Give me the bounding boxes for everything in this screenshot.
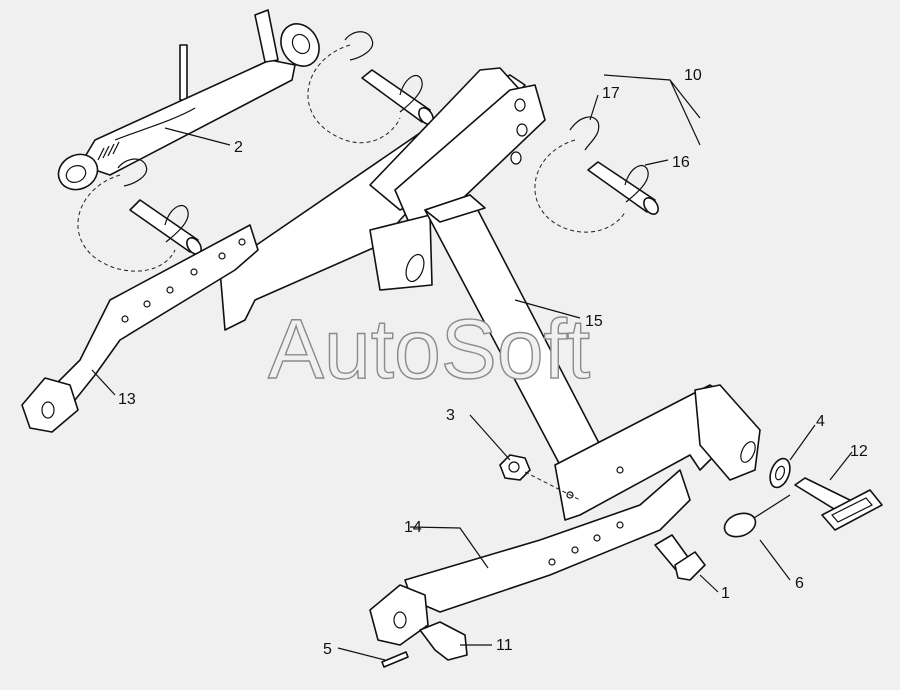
arm14-hole-2	[616, 521, 624, 529]
lynch-ring-6	[723, 494, 791, 538]
lower-arm-left-13	[21, 224, 259, 433]
arm13-hole-5	[143, 300, 151, 308]
top-link-assembly	[57, 9, 320, 191]
main-beam-top-face	[424, 194, 486, 223]
spring-clip-16	[624, 164, 649, 203]
arm13-hole-4	[166, 286, 174, 294]
plate-hole-1	[514, 98, 526, 112]
cross-bar-hole	[616, 466, 624, 474]
callout-2: 2	[234, 139, 243, 156]
lower-arm-left-hook-bore	[41, 401, 55, 419]
callout-labels: 2 10 17 16 15 13 3 4 12 14 1 6 5 11	[118, 67, 868, 658]
plate-hole-3	[510, 151, 522, 165]
leader-6	[759, 539, 791, 581]
pin-5	[381, 651, 409, 668]
callout-13: 13	[118, 391, 136, 408]
callout-12: 12	[850, 443, 868, 460]
pin-12	[794, 477, 883, 531]
leader-17	[589, 94, 599, 121]
callout-14: 14	[404, 519, 422, 536]
top-link-handle	[179, 44, 188, 101]
leader-16	[644, 159, 669, 166]
pin-rear-assembly-path	[307, 44, 401, 144]
leader-3	[469, 414, 511, 461]
lower-arm-front-14	[369, 469, 691, 646]
bracket-slot	[740, 441, 756, 463]
pin-11-body	[419, 621, 468, 661]
spring-clip-rear-upper	[399, 74, 423, 113]
lower-arm-left-body	[54, 224, 259, 401]
top-link-pin-front	[77, 158, 202, 272]
bolt-head	[674, 551, 706, 581]
callout-16: 16	[672, 154, 690, 171]
leader-4	[789, 424, 816, 461]
arm14-hole-4	[571, 546, 579, 554]
arm13-hole-3	[190, 268, 198, 276]
main-beam-15	[424, 194, 601, 466]
nut-assembly-path	[524, 471, 581, 501]
spring-clip-front-top	[117, 158, 148, 187]
lower-arm-front-body	[404, 469, 691, 613]
pin-12-handle-hole	[831, 497, 873, 523]
pin-16-assembly-path	[534, 139, 626, 233]
callout-5: 5	[323, 641, 332, 658]
leader-15	[514, 299, 581, 319]
leader-1	[699, 574, 719, 593]
top-link-pin-rear	[307, 31, 434, 144]
arm13-hole-2	[218, 252, 226, 260]
pins-group-10	[534, 116, 659, 233]
callout-4: 4	[816, 413, 825, 430]
leader-5	[337, 647, 386, 661]
callout-6: 6	[795, 575, 804, 592]
top-link-rod-edge	[114, 107, 196, 141]
hex-nut-bore	[508, 461, 520, 473]
pin-front-assembly-path	[77, 174, 176, 272]
callout-11: 11	[496, 637, 513, 654]
leader-2	[164, 127, 231, 146]
arm13-hole-1	[238, 238, 246, 246]
spring-clip-front-lower	[164, 204, 189, 243]
frame-upper-arm	[219, 67, 546, 331]
callout-leaders	[91, 74, 853, 661]
pin-rear-body	[361, 69, 431, 123]
ring-stem	[753, 494, 791, 519]
callout-17: 17	[602, 85, 620, 102]
arm13-hole-6	[121, 315, 129, 323]
pin-16-end	[643, 197, 659, 215]
top-link-eye-rear-bore	[291, 33, 311, 55]
bolt-1	[654, 534, 706, 581]
mount-block-slot	[405, 253, 425, 283]
top-link-rod	[79, 59, 296, 176]
lower-arm-front-hook-bore	[393, 611, 407, 629]
leader-13	[91, 369, 116, 396]
top-link-lock-lever	[254, 9, 279, 63]
callout-15: 15	[585, 313, 603, 330]
top-link-thread	[97, 141, 120, 161]
callout-1: 1	[721, 585, 730, 602]
pin-11	[419, 621, 468, 661]
watermark: AutoSoft	[268, 302, 590, 396]
arm14-hole-5	[548, 558, 556, 566]
callout-10: 10	[684, 67, 702, 84]
ring	[723, 512, 757, 538]
pin-16-body	[587, 161, 656, 213]
washer-bore	[774, 465, 786, 481]
leader-12	[829, 451, 853, 481]
cross-bar	[554, 384, 761, 521]
plate-hole-2	[516, 123, 528, 137]
top-link-eye-front-bore	[65, 165, 87, 183]
spring-clip-rear-top	[344, 31, 374, 61]
pin-5-body	[381, 651, 409, 668]
spring-clip-17	[569, 116, 600, 151]
leader-14	[409, 526, 489, 569]
hex-nut-3	[499, 454, 531, 481]
arm14-hole-3	[593, 534, 601, 542]
washer-4	[769, 457, 791, 489]
callout-3: 3	[446, 407, 455, 424]
leader-10	[603, 74, 701, 146]
